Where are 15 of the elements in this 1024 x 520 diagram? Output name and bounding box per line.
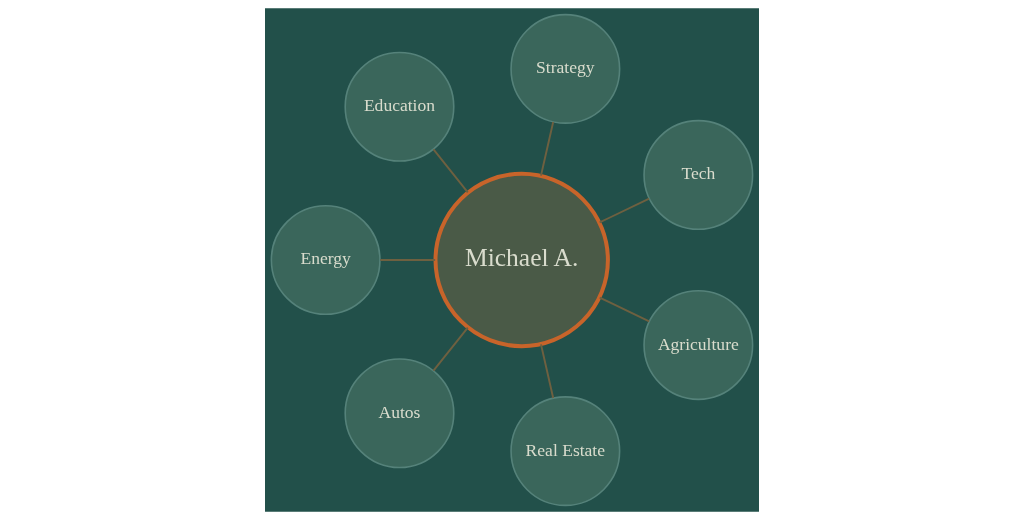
node-circle: Tech — [643, 119, 754, 230]
node-circle: Real Estate — [510, 396, 621, 507]
node-circle: Energy — [270, 204, 381, 316]
connector — [379, 259, 437, 261]
connector — [432, 326, 469, 372]
connector — [598, 296, 651, 323]
node-circle: Autos — [344, 358, 455, 469]
connector — [432, 148, 469, 194]
connector — [540, 121, 555, 177]
connector — [598, 197, 651, 224]
node-circle: Strategy — [510, 13, 621, 124]
node-circle: Agriculture — [643, 289, 754, 401]
node-circle: Michael A. — [433, 171, 610, 349]
connector — [540, 343, 555, 399]
node-circle: Education — [344, 51, 455, 162]
